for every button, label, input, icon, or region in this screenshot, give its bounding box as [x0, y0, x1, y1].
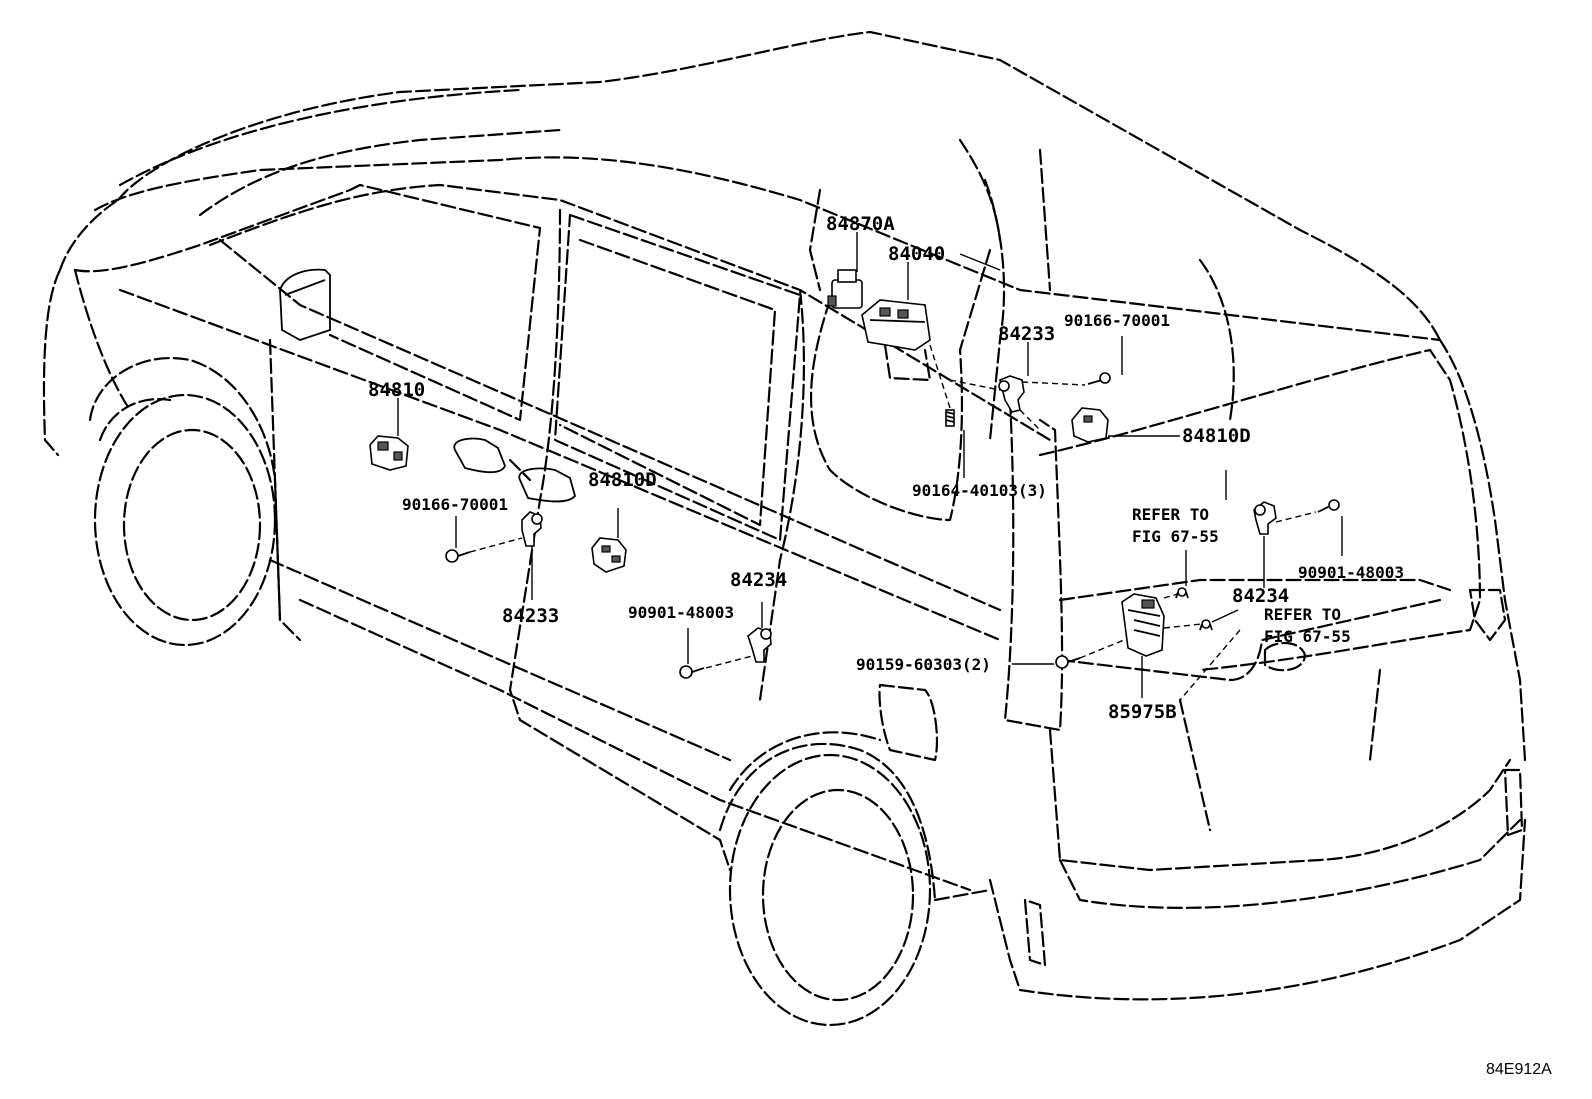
label-84233-left: 84233 [502, 605, 559, 627]
part-90901-screw-mid [679, 665, 705, 679]
label-84810D-mid: 84810D [588, 469, 657, 491]
label-refer1-line1: REFER TO [1132, 505, 1209, 524]
label-90166-left: 90166-70001 [402, 495, 508, 514]
label-84870A: 84870A [826, 213, 895, 235]
part-84040-switch [861, 299, 932, 382]
part-84234-right [1253, 501, 1277, 535]
van-outline [42, 30, 1527, 1027]
label-84234-right: 84234 [1232, 585, 1289, 607]
part-90901-screw-right [1317, 499, 1340, 513]
label-90901-mid: 90901-48003 [628, 603, 734, 622]
part-84810D-right [1071, 407, 1109, 443]
label-84040: 84040 [888, 243, 945, 265]
label-84810D-right: 84810D [1182, 425, 1251, 447]
part-84870A-switch [827, 269, 863, 309]
part-90164-screw [945, 409, 955, 427]
label-90159: 90159-60303(2) [856, 655, 991, 674]
label-85975B: 85975B [1108, 701, 1177, 723]
part-84810D-mid [591, 537, 627, 573]
parts [369, 269, 1340, 679]
label-refer1-line2: FIG 67-55 [1132, 527, 1219, 546]
part-90166-screw-left [445, 549, 471, 563]
label-90166-top: 90166-70001 [1064, 311, 1170, 330]
part-84233-top [998, 375, 1025, 413]
figure-code: 84E912A [1486, 1061, 1552, 1078]
label-refer2-line2: FIG 67-55 [1264, 627, 1351, 646]
callout-labels: 84870A 84040 84233 90166-70001 84810 848… [368, 213, 1552, 1078]
label-84233-top: 84233 [998, 323, 1055, 345]
part-clip-2 [1199, 619, 1213, 631]
part-90166-screw-top [1087, 372, 1111, 385]
part-84233-left [521, 511, 543, 547]
label-84810-left: 84810 [368, 379, 425, 401]
leader-lines [397, 232, 1343, 701]
part-85975B-unit [1121, 593, 1165, 657]
part-84234-mid [747, 627, 772, 663]
part-84810-left [369, 435, 409, 471]
label-84234-mid: 84234 [730, 569, 787, 591]
part-clip-1 [1175, 587, 1189, 599]
part-90159-bolt [1055, 655, 1081, 669]
label-refer2-line1: REFER TO [1264, 605, 1341, 624]
label-90164: 90164-40103(3) [912, 481, 1047, 500]
label-90901-right: 90901-48003 [1298, 563, 1404, 582]
